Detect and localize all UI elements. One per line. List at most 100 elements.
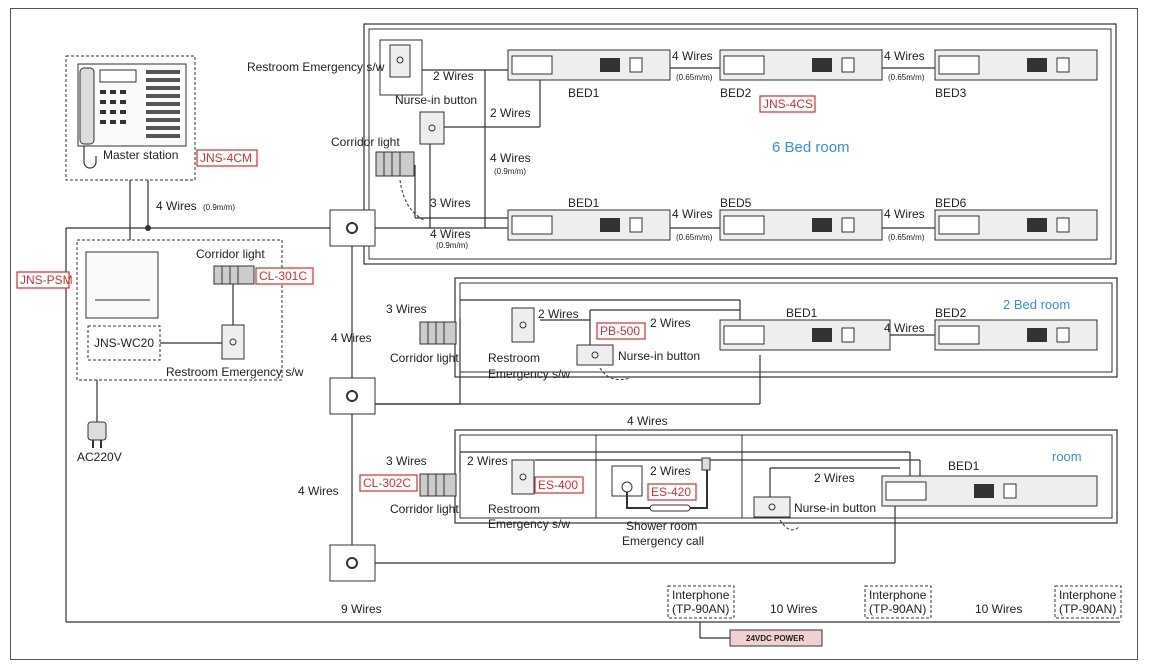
wires-label-2bed-c: 2 Wires	[650, 316, 691, 330]
restroom-emergency-sw-label-psm: Restroom Emergency s/w	[166, 365, 304, 379]
tag-cl-302c: CL-302C	[363, 476, 411, 490]
bed-label-6-top-3: BED3	[935, 86, 967, 100]
bed-label-2-2: BED2	[935, 306, 967, 320]
wires-label-6bed-c: 4 Wires	[490, 151, 531, 165]
jns-wc20-label: JNS-WC20	[94, 336, 154, 350]
bed-label-6-bottom-3: BED6	[935, 196, 967, 210]
interphone-label-3: Interphone	[1059, 588, 1117, 602]
wires-label-1bed-a: 3 Wires	[386, 454, 427, 468]
power-label: 24VDC POWER	[746, 634, 804, 643]
bed-unit-6-top-1	[507, 49, 671, 81]
nurse-in-button-label-2bed: Nurse-in button	[618, 349, 700, 363]
wires-label-6bed-d: 3 Wires	[430, 196, 471, 210]
interphone-box-3	[1054, 585, 1122, 619]
interphone-label-2: Interphone	[869, 588, 927, 602]
ac220v-label: AC220V	[77, 450, 122, 464]
wires-label-6bed-a: 2 Wires	[433, 69, 474, 83]
link-wires-6-top-2: 4 Wires	[884, 49, 925, 63]
bed-label-6-bottom-2: BED5	[720, 196, 752, 210]
link-wires-6-top-1: 4 Wires	[672, 49, 713, 63]
nurse-in-button-6bed-icon	[419, 111, 445, 145]
master-station-group	[65, 55, 196, 181]
corridor-light-2bed-icon	[419, 321, 457, 345]
wires-label-1bed-b: 2 Wires	[467, 454, 508, 468]
link-wires-6-bottom-2: 4 Wires	[884, 207, 925, 221]
bed-unit-6-top-3	[934, 49, 1098, 81]
corridor-light-label-1bed: Corridor light	[390, 502, 459, 516]
room-title-single: room	[1052, 449, 1082, 464]
bed-label-2-1: BED1	[786, 306, 818, 320]
psm-group	[76, 239, 283, 381]
bed-unit-1-1	[881, 475, 1098, 507]
vertical-wires-label-1: 4 Wires	[331, 331, 372, 345]
six-bed-room-outline	[363, 23, 1117, 265]
corridor-light-icon	[213, 265, 255, 285]
master-wires-length: (0.9m/m)	[203, 203, 235, 212]
corridor-light-1bed-icon	[419, 473, 457, 497]
tag-jns-4cs: JNS-4CS	[763, 97, 813, 111]
restroom-switch-6bed-icon	[389, 44, 411, 78]
wires-label-1bed-c: 2 Wires	[650, 464, 691, 478]
shower-call-icon	[611, 457, 711, 512]
link-length-6-bottom-2: (0.65m/m)	[888, 233, 925, 242]
nurse-in-button-1bed-icon	[753, 496, 801, 531]
ten-wires-label-2: 10 Wires	[975, 602, 1022, 616]
corridor-light-label-psm: Corridor light	[196, 247, 265, 261]
master-station-label: Master station	[103, 148, 178, 162]
room-title-6bed: 6 Bed room	[772, 139, 850, 156]
bed-unit-6-bottom-1	[507, 209, 671, 241]
bed-unit-6-top-2	[719, 49, 883, 81]
bed-unit-2-1	[719, 319, 891, 351]
shower-room-label: Shower room	[626, 519, 697, 533]
link-wires-2bed: 4 Wires	[884, 321, 925, 335]
interphone-box-2	[864, 585, 932, 619]
restroom-label-1bed: Restroom	[488, 502, 540, 516]
junction-box-1	[329, 209, 376, 247]
two-bed-room-wiring	[375, 299, 935, 405]
nine-wires-label: 9 Wires	[341, 602, 382, 616]
bed-label-6-bottom-1: BED1	[568, 196, 600, 210]
room-title-2bed: 2 Bed room	[1003, 297, 1070, 312]
restroom-switch-1bed-icon	[511, 459, 535, 495]
nurse-in-button-label-1bed: Nurse-in button	[794, 501, 876, 515]
ten-wires-label-1: 10 Wires	[770, 602, 817, 616]
ac-plug-icon	[87, 421, 107, 448]
interphone-model-3: (TP-90AN)	[1059, 602, 1116, 616]
nurse-in-button-2bed-icon	[576, 344, 631, 381]
wires-length-6bed-c: (0.9m/m)	[494, 167, 526, 176]
main-wiring	[65, 180, 1120, 639]
diagram-frame	[10, 8, 1138, 660]
shower-call-label: Emergency call	[622, 534, 704, 548]
bed-unit-2-2	[934, 319, 1098, 351]
interphone-model-2: (TP-90AN)	[869, 602, 926, 616]
bed-label-1-1: BED1	[948, 459, 980, 473]
wires-label-2bed-a: 3 Wires	[386, 302, 427, 316]
restroom-switch-icon	[221, 324, 245, 360]
bed-unit-6-bottom-3	[934, 209, 1098, 241]
master-wires-label: 4 Wires	[156, 199, 197, 213]
bed-label-6-top-2: BED2	[720, 86, 752, 100]
tag-es-420: ES-420	[651, 485, 691, 499]
bed-unit-6-bottom-2	[719, 209, 883, 241]
jns-wc20-box	[87, 325, 161, 361]
model-tag-frames	[16, 95, 816, 501]
vertical-wires-label-2: 4 Wires	[298, 484, 339, 498]
tag-cl-301c: CL-301C	[259, 269, 307, 283]
power-box	[729, 629, 823, 647]
interphone-label-1: Interphone	[672, 588, 730, 602]
link-length-6-bottom-1: (0.65m/m)	[676, 233, 713, 242]
link-length-6-top-2: (0.65m/m)	[888, 73, 925, 82]
nurse-in-button-label-6bed: Nurse-in button	[395, 93, 477, 107]
wires-label-6bed-b: 2 Wires	[490, 106, 531, 120]
power-supply-unit	[85, 251, 159, 319]
restroom-enclosure	[379, 39, 423, 96]
corridor-light-label-2bed: Corridor light	[390, 351, 459, 365]
restroom-switch-2bed-icon	[511, 307, 535, 343]
wires-length-6bed-e: (0.9m/m)	[436, 241, 468, 250]
junction-box-2	[329, 377, 376, 415]
tag-jns-psm: JNS-PSM	[20, 273, 73, 287]
link-length-6-top-1: (0.65m/m)	[676, 73, 713, 82]
interphone-model-1: (TP-90AN)	[672, 602, 729, 616]
tag-es-400: ES-400	[538, 478, 578, 492]
